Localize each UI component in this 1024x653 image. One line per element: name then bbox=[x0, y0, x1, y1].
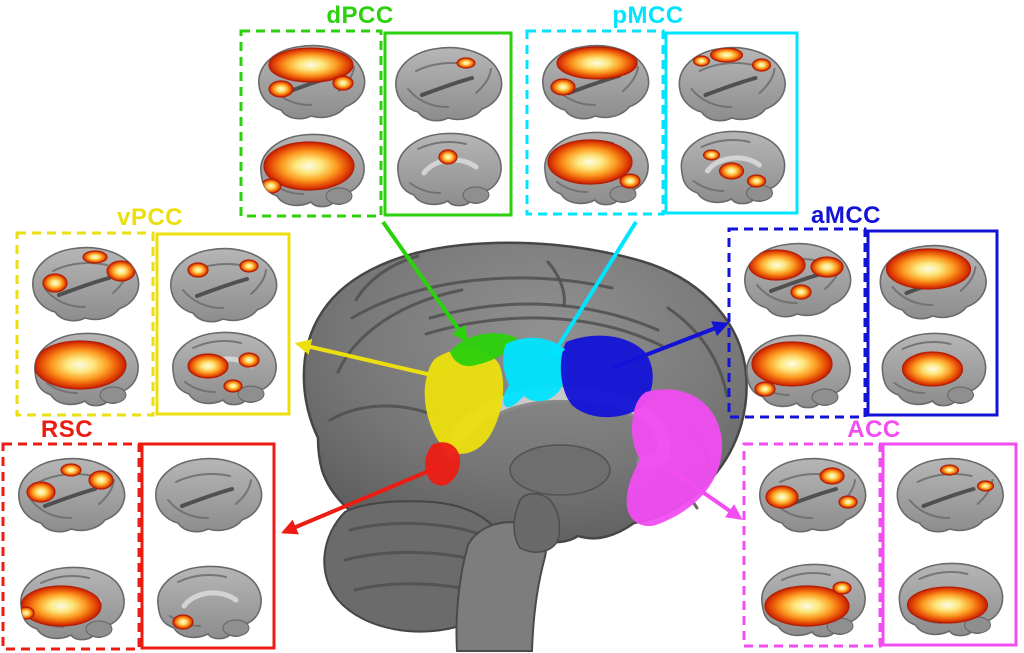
corpus-callosum-small bbox=[705, 155, 762, 174]
aMCC-dashed-medial-brain bbox=[746, 334, 851, 409]
activation-heatmap bbox=[906, 586, 989, 624]
pMCC-solid-medial-brain bbox=[680, 130, 786, 205]
dPCC-dashed-box bbox=[239, 29, 383, 218]
pMCC-arrow bbox=[550, 220, 638, 359]
vPCC-solid-medial-brain bbox=[172, 331, 277, 406]
ACC-arrow bbox=[666, 466, 743, 520]
corpus-callosum-small bbox=[181, 590, 239, 609]
sylvian-fissure bbox=[921, 487, 976, 508]
ACC-dashed-box bbox=[742, 442, 882, 648]
activation-heatmap bbox=[260, 141, 355, 194]
activation-heatmap bbox=[187, 352, 260, 393]
activation-heatmap bbox=[34, 340, 127, 390]
vPCC-arrow bbox=[294, 339, 437, 378]
vPCC-dashed-medial-brain bbox=[34, 332, 139, 407]
ACC-solid-box bbox=[881, 442, 1018, 647]
activation-heatmap bbox=[42, 250, 136, 293]
dPCC-solid-lateral-brain bbox=[395, 46, 503, 122]
sylvian-fissure bbox=[57, 276, 111, 297]
ACC-solid-lateral-brain bbox=[896, 457, 1004, 533]
activation-heatmap bbox=[26, 463, 114, 503]
pMCC-solid-box bbox=[664, 31, 799, 215]
vPCC-dashed-lateral-brain bbox=[32, 246, 140, 322]
activation-heatmap bbox=[187, 259, 259, 278]
RSC-solid-box bbox=[140, 442, 276, 650]
activation-heatmap bbox=[765, 467, 858, 509]
cerebellum-small bbox=[325, 187, 353, 205]
sylvian-fissure bbox=[703, 76, 758, 97]
aMCC-solid-medial-brain bbox=[881, 332, 987, 407]
sylvian-fissure bbox=[420, 76, 474, 97]
activation-heatmap bbox=[764, 581, 852, 627]
activation-heatmap bbox=[438, 149, 458, 165]
cerebellum-small bbox=[811, 388, 839, 406]
midbrain bbox=[513, 493, 561, 553]
region-vPCC bbox=[424, 348, 504, 454]
vPCC-solid-box bbox=[155, 232, 291, 416]
activation-heatmap bbox=[268, 47, 354, 98]
activation-heatmap bbox=[748, 249, 844, 300]
vPCC-dashed-box bbox=[15, 231, 155, 417]
activation-heatmap bbox=[692, 47, 772, 72]
region-RSC bbox=[425, 442, 461, 486]
pMCC-solid-lateral-brain bbox=[678, 46, 786, 122]
cerebellum-small bbox=[237, 385, 265, 403]
sylvian-fissure bbox=[195, 277, 249, 298]
RSC-dashed-box bbox=[1, 442, 141, 651]
activation-heatmap bbox=[702, 149, 767, 188]
RSC-solid-medial-brain bbox=[157, 565, 262, 640]
region-ACC bbox=[626, 389, 723, 527]
activation-heatmap bbox=[456, 57, 476, 69]
vPCC-solid-lateral-brain bbox=[170, 247, 278, 323]
thalamus bbox=[509, 444, 611, 496]
ACC-dashed-medial-brain bbox=[761, 563, 866, 638]
aMCC-solid-box bbox=[866, 229, 999, 417]
central-sagittal-brain bbox=[302, 241, 748, 652]
ACC-solid-medial-brain bbox=[898, 562, 1004, 637]
sylvian-fissure bbox=[43, 487, 97, 508]
aMCC-dashed-box bbox=[727, 227, 867, 419]
activation-heatmap bbox=[172, 614, 194, 630]
cerebellum-small bbox=[222, 619, 250, 637]
cerebellum-small bbox=[462, 186, 490, 204]
activation-heatmap bbox=[550, 46, 638, 96]
RSC-solid-lateral-brain bbox=[155, 457, 263, 533]
pMCC-dashed-box bbox=[525, 29, 665, 216]
dPCC-solid-box bbox=[383, 31, 513, 217]
pMCC-dashed-lateral-brain bbox=[542, 44, 650, 120]
RSC-dashed-medial-brain bbox=[20, 566, 125, 641]
RSC-arrow bbox=[281, 466, 437, 535]
activation-heatmap bbox=[885, 248, 972, 290]
activation-heatmap bbox=[901, 351, 964, 387]
activation-heatmap bbox=[20, 585, 102, 627]
cerebellum-small bbox=[947, 386, 974, 404]
sylvian-fissure bbox=[180, 487, 234, 508]
sylvian-fissure bbox=[769, 272, 823, 293]
region-aMCC bbox=[560, 335, 653, 418]
dPCC-dashed-lateral-brain bbox=[258, 44, 366, 120]
pMCC-dashed-medial-brain bbox=[544, 131, 649, 206]
aMCC-arrow bbox=[611, 321, 729, 370]
activation-heatmap bbox=[939, 464, 995, 492]
dPCC-arrow bbox=[381, 220, 468, 343]
cerebellum-small bbox=[85, 620, 113, 638]
ACC-dashed-lateral-brain bbox=[759, 457, 867, 533]
dPCC-solid-medial-brain bbox=[397, 132, 502, 207]
activation-heatmap bbox=[547, 139, 641, 189]
activation-heatmap bbox=[751, 341, 833, 397]
cerebellum-small bbox=[746, 184, 773, 202]
aMCC-dashed-lateral-brain bbox=[744, 242, 852, 318]
RSC-dashed-lateral-brain bbox=[18, 457, 126, 533]
dPCC-dashed-medial-brain bbox=[260, 133, 365, 208]
brainstem bbox=[455, 521, 547, 652]
cerebellum-small bbox=[99, 386, 127, 404]
aMCC-solid-lateral-brain bbox=[879, 244, 987, 320]
